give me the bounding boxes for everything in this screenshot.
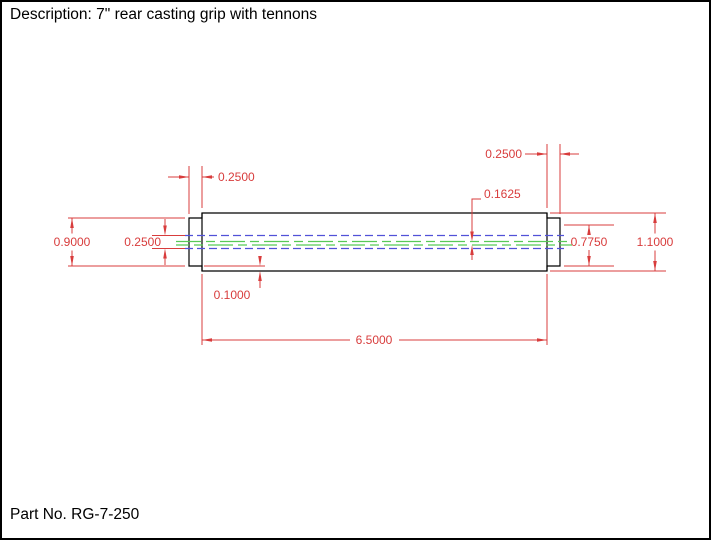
dim-label-body-diameter: 1.1000 [637,235,674,249]
leader-line [471,198,481,232]
dim-tennon-diameter: 0.9000 [54,217,185,267]
arrowhead [258,271,262,281]
arrowhead [653,261,657,271]
dim-label-step-height: 0.1000 [214,288,251,302]
dim-label-inner-bore: 0.1625 [484,187,521,201]
dim-body-length: 6.5000 [201,274,548,347]
arrowhead [560,152,570,156]
part-number-text: Part No. RG-7-250 [10,506,140,523]
dim-body-diameter: 1.1000 [550,212,674,272]
hidden-bore-lines [185,234,564,250]
arrowhead [470,231,474,242]
dim-label-body-length: 6.5000 [356,333,393,347]
dim-label-bore-diameter: 0.2500 [124,235,161,249]
dim-right-tennon-length: 0.2500 [485,144,579,214]
arrowhead [163,248,167,259]
arrowhead [202,338,212,342]
dim-inner-bore: 0.1625 [470,187,521,260]
arrowhead [163,225,167,236]
arrowhead [202,175,212,179]
arrowhead [537,152,547,156]
dim-label-left-tennon-length: 0.2500 [218,170,255,184]
arrowhead [70,218,74,228]
dim-label-right-tennon-length: 0.2500 [485,147,522,161]
arrowhead [470,245,474,255]
arrowhead [653,213,657,223]
description-text: Description: 7" rear casting grip with t… [10,6,318,23]
dim-left-tennon-length: 0.2500 [168,166,255,214]
dim-bore-diameter: 0.2500 [124,219,185,265]
dim-label-right-feature-height: 0.7750 [571,235,608,249]
arrowhead [258,256,262,266]
dim-step-height: 0.1000 [204,256,265,302]
dim-right-feature-height: 0.7750 [564,224,614,267]
arrowhead [587,256,591,266]
arrowhead [537,338,547,342]
arrowhead [70,256,74,266]
arrowhead [587,225,591,235]
center-lines [176,240,572,246]
arrowhead [179,175,189,179]
dim-label-tennon-diameter: 0.9000 [54,235,91,249]
